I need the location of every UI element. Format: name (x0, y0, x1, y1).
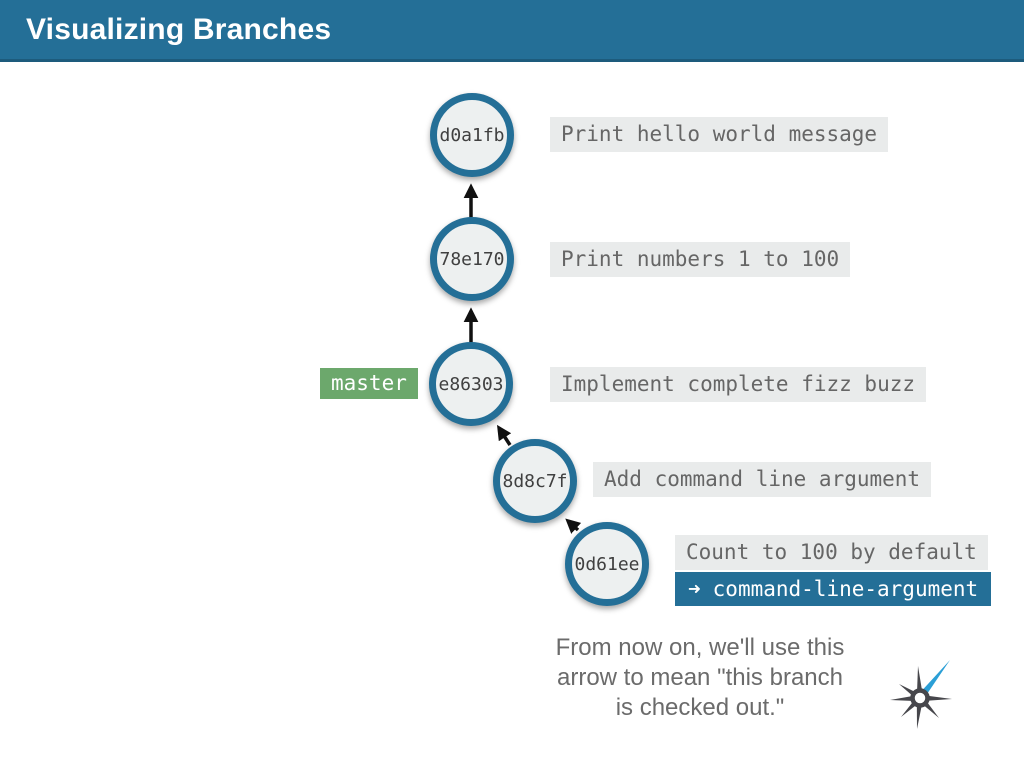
commit-node: 78e170 (430, 217, 514, 301)
commit-node: e86303 (429, 342, 513, 426)
checked-out-branch-name: command-line-argument (712, 577, 979, 601)
commit-message: Print numbers 1 to 100 (550, 242, 851, 277)
commit-node: 8d8c7f (493, 439, 577, 523)
commit-node: d0a1fb (430, 93, 514, 177)
arrow-parent-link (497, 424, 512, 446)
commit-message: Implement complete fizz buzz (550, 367, 927, 402)
commit-node: 0d61ee (565, 522, 649, 606)
caption: From now on, we'll use this arrow to mea… (540, 633, 860, 723)
caption-line: arrow to mean "this branch (557, 664, 843, 691)
commit-hash: e86303 (438, 373, 504, 395)
checkout-arrow-icon: ➜ (688, 577, 701, 601)
commit-hash: 78e170 (439, 248, 505, 270)
master-branch-badge: master (320, 368, 418, 399)
commit-hash: d0a1fb (439, 124, 505, 146)
page-title: Visualizing Branches (26, 12, 332, 46)
commit-message: Print hello world message (550, 117, 889, 152)
commit-message: Add command line argument (593, 462, 932, 497)
slide-header: Visualizing Branches (0, 0, 1024, 62)
checked-out-branch-bar: ➜ command-line-argument (675, 572, 992, 606)
caption-line: From now on, we'll use this (555, 634, 845, 661)
caption-line: is checked out." (615, 694, 785, 721)
commit-hash: 0d61ee (574, 553, 640, 575)
star-logo-icon (890, 660, 952, 729)
commit-message: Count to 100 by default (675, 535, 988, 570)
arrow-parent-link (565, 518, 582, 534)
commit-hash: 8d8c7f (502, 470, 568, 492)
